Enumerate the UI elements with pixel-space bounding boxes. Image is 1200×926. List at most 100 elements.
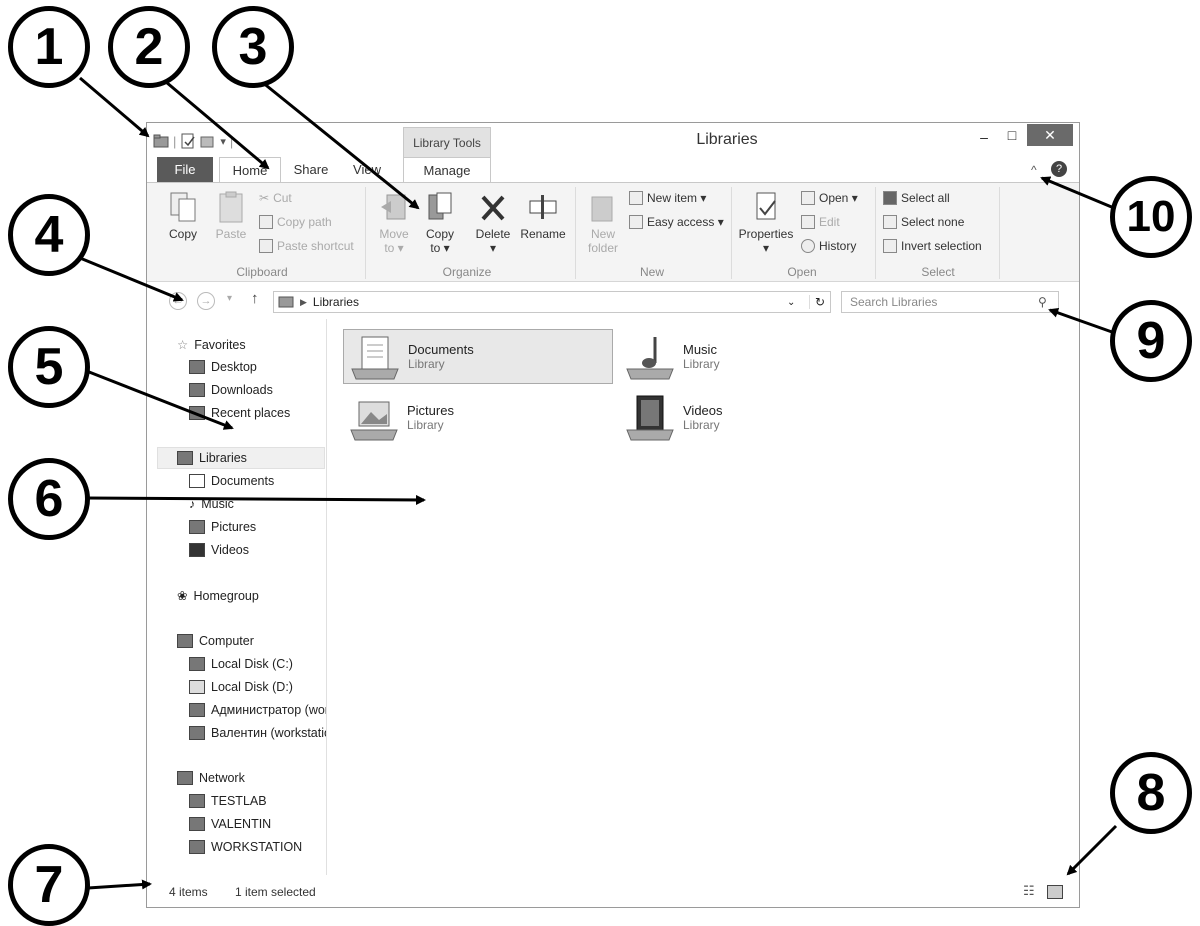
nav-desktop[interactable]: Desktop [189,360,257,374]
documents-icon [189,474,205,488]
copy-label: Copy [168,227,197,241]
select-all-button[interactable]: Select all [883,191,950,205]
minimize-ribbon-icon[interactable]: ^ [1031,163,1037,177]
nav-local-disk-d[interactable]: Local Disk (D:) [189,680,293,694]
title-bar: | ▾ | Library Tools Libraries – □ ✕ [147,123,1079,157]
navigation-pane: ☆Favorites Desktop Downloads Recent plac… [147,319,327,875]
nav-homegroup[interactable]: ❀Homegroup [177,588,259,604]
copy-button[interactable]: Copy [161,191,205,241]
nav-downloads[interactable]: Downloads [189,383,273,397]
nav-network[interactable]: Network [177,771,245,785]
new-folder-label-1: New [590,227,615,241]
large-icons-view-icon[interactable] [1047,885,1063,899]
refresh-icon[interactable]: ↻ [809,295,830,309]
paste-button[interactable]: Paste [209,191,253,241]
nav-valentin[interactable]: VALENTIN [189,817,271,831]
homegroup-icon: ❀ [177,589,188,603]
edit-button[interactable]: Edit [801,215,840,229]
open-button[interactable]: Open ▾ [801,191,858,205]
details-view-icon[interactable]: ☷ [1023,883,1035,898]
nav-testlab[interactable]: TESTLAB [189,794,267,808]
paste-shortcut-label: Paste shortcut [277,239,354,253]
new-folder-label-2: folder [587,241,619,255]
nav-favorites-label: Favorites [194,337,246,352]
ribbon-divider [999,187,1000,279]
help-icon[interactable]: ? [1051,161,1067,177]
callout-4: 4 [8,194,90,276]
rename-button[interactable]: Rename [519,191,567,241]
folder-icon[interactable] [153,133,169,149]
nav-favorites[interactable]: ☆Favorites [177,337,246,353]
ribbon-tabs: File Home Share View Manage [147,157,1079,183]
nav-workstation[interactable]: WORKSTATION [189,840,302,854]
recent-locations-icon[interactable]: ▾ [227,293,233,304]
paste-shortcut-icon [259,239,273,253]
nav-documents[interactable]: Documents [189,474,274,488]
nav-libraries[interactable]: Libraries [177,451,247,465]
properties-label-1: Properties [738,227,794,241]
minimize-button[interactable]: – [980,129,988,145]
nav-computer[interactable]: Computer [177,634,254,648]
invert-selection-button[interactable]: Invert selection [883,239,982,253]
qat-customize-icon[interactable]: ▾ [220,135,226,148]
arrow-10 [1040,176,1115,210]
callout-6: 6 [8,458,90,540]
tab-manage[interactable]: Manage [403,157,491,183]
invert-selection-icon [883,239,897,253]
nav-local-disk-c[interactable]: Local Disk (C:) [189,657,293,671]
nav-pictures[interactable]: Pictures [189,520,256,534]
invert-selection-label: Invert selection [901,239,982,253]
close-button[interactable]: ✕ [1027,124,1073,146]
nav-music[interactable]: ♪Music [189,497,234,511]
properties-button[interactable]: Properties▾ [737,191,795,255]
nav-administrator-label: Администратор (workstation) [211,703,326,717]
computer-icon [189,840,205,854]
tab-home[interactable]: Home [219,157,281,183]
breadcrumb-libraries[interactable]: Libraries [312,295,359,309]
nav-valentin-drive[interactable]: Валентин (workstation) [189,726,326,740]
cut-button[interactable]: ✂Cut [259,191,292,205]
group-label-new: New [639,265,664,279]
ribbon-divider [875,187,876,279]
tab-file[interactable]: File [157,157,213,183]
tab-share[interactable]: Share [293,162,329,177]
nav-documents-label: Documents [211,474,275,488]
open-icon [801,191,815,205]
search-input[interactable]: Search Libraries ⚲ [841,291,1059,313]
nav-videos[interactable]: Videos [189,543,249,557]
nav-administrator[interactable]: Администратор (workstation) [189,703,326,717]
address-bar[interactable]: ▶ Libraries ⌄ ↻ [273,291,831,313]
forward-button[interactable]: → [197,292,215,310]
new-item-button[interactable]: New item ▾ [629,191,706,205]
new-folder-icon [591,196,613,222]
address-dropdown-icon[interactable]: ⌄ [787,296,796,308]
videos-library-icon [626,395,674,440]
maximize-button[interactable]: □ [1007,127,1017,143]
ribbon: Copy Paste ✂Cut Copy path Paste shortcut… [147,182,1079,282]
properties-icon [756,192,776,220]
up-button[interactable]: ↑ [251,290,259,307]
new-item-label: New item ▾ [647,191,707,205]
group-label-open: Open [787,265,817,279]
documents-library-icon [351,336,399,379]
properties-icon[interactable] [180,133,196,149]
easy-access-button[interactable]: Easy access ▾ [629,215,724,229]
history-button[interactable]: History [801,239,856,253]
copy-path-button[interactable]: Copy path [259,215,332,229]
move-to-label-1: Move [379,227,409,241]
new-folder-icon[interactable] [200,133,216,149]
select-none-icon [883,215,897,229]
delete-button[interactable]: Delete▾ [471,191,515,255]
paste-shortcut-button[interactable]: Paste shortcut [259,239,354,253]
pictures-icon [189,520,205,534]
select-none-button[interactable]: Select none [883,215,964,229]
tile-name: Music [683,342,717,357]
